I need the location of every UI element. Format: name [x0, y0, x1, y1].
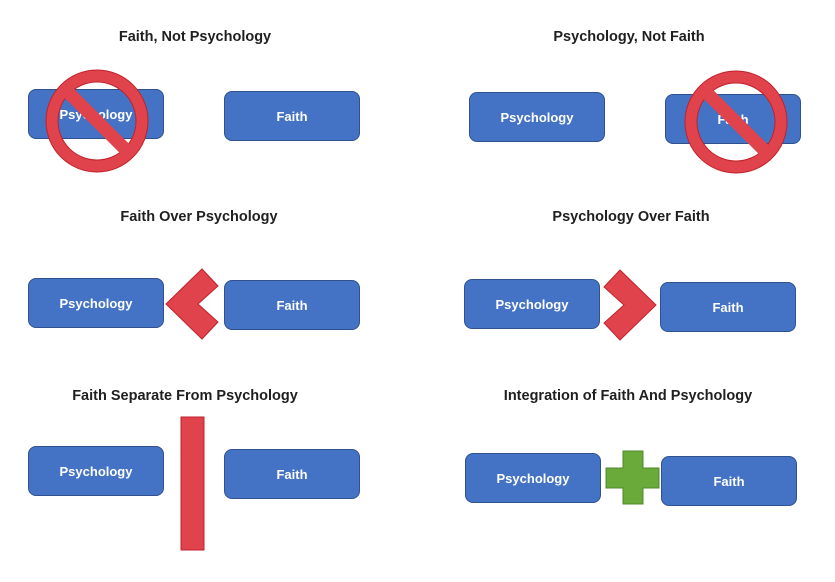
psychology-box: Psychology — [464, 279, 600, 329]
panel-title-psychology-not-faith: Psychology, Not Faith — [553, 29, 705, 45]
faith-box: Faith — [224, 280, 360, 330]
panel-title-integration-of-faith-and-psychology: Integration of Faith And Psychology — [503, 388, 753, 404]
faith-box: Faith — [224, 91, 360, 141]
panel-title-faith-over-psychology: Faith Over Psychology — [120, 209, 278, 225]
faith-box: Faith — [224, 449, 360, 499]
prohibition-icon — [684, 70, 788, 174]
chevron-right-icon — [603, 269, 657, 341]
psychology-box: Psychology — [465, 453, 601, 503]
prohibition-icon — [45, 69, 149, 173]
separator-bar-icon — [180, 416, 205, 551]
faith-box: Faith — [661, 456, 797, 506]
panel-title-faith-not-psychology: Faith, Not Psychology — [118, 29, 272, 45]
psychology-box: Psychology — [28, 446, 164, 496]
chevron-left-icon — [165, 268, 219, 340]
faith-box: Faith — [660, 282, 796, 332]
psychology-box: Psychology — [469, 92, 605, 142]
panel-title-psychology-over-faith: Psychology Over Faith — [552, 209, 710, 225]
psychology-box: Psychology — [28, 278, 164, 328]
plus-icon — [605, 450, 660, 505]
panel-title-faith-separate-from-psychology: Faith Separate From Psychology — [72, 388, 298, 404]
